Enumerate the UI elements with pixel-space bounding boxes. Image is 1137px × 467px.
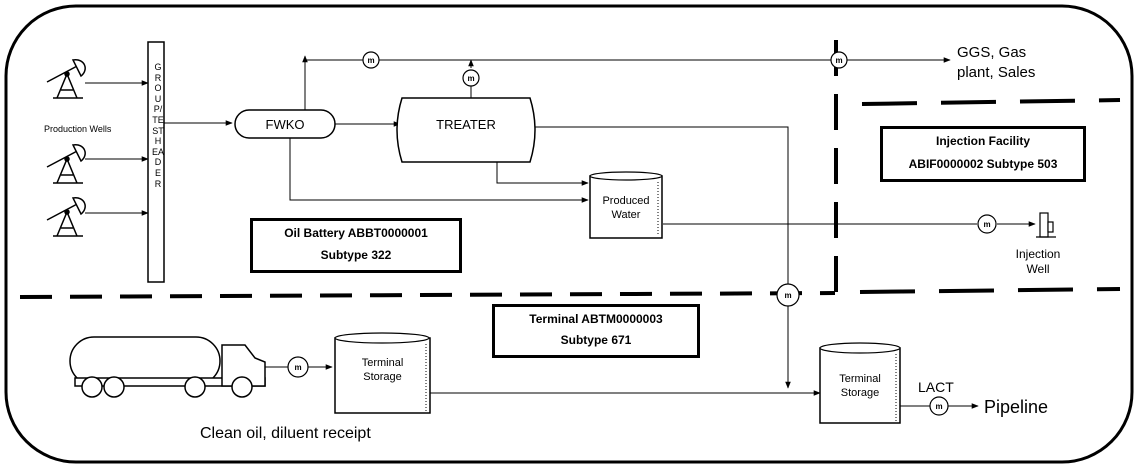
well-flow-lines (85, 80, 149, 216)
oil-battery-subtype: Subtype 322 (320, 248, 392, 262)
treater-vessel (396, 97, 536, 163)
meter-icon: m (776, 283, 800, 307)
injection-well-label-1: Injection (1015, 247, 1061, 261)
terminal-box: Terminal ABTM0000003 Subtype 671 (492, 304, 700, 358)
meter-icon: m (977, 214, 997, 234)
boundary-dashes (19, 40, 1121, 300)
produced-water-tank (589, 171, 663, 239)
oil-battery-title: Oil Battery ABBT0000001 (284, 226, 428, 240)
meter-icon: m (287, 356, 309, 378)
group-test-header (147, 41, 165, 283)
group-test-header-label: GROUP/TEST HEADER (152, 62, 165, 189)
fwko-label: FWKO (265, 117, 305, 132)
outer-border (4, 4, 1134, 464)
produced-water-label-1: Produced (602, 195, 650, 207)
terminal-storage-label-1: Terminal (361, 357, 404, 369)
svg-text:m: m (983, 220, 990, 229)
svg-text:m: m (935, 402, 942, 411)
pumpjack-icon (46, 144, 86, 184)
svg-text:m: m (467, 74, 474, 83)
tanker-truck-icon (69, 336, 266, 398)
meter-icon: m (929, 396, 949, 416)
fwko-vessel (234, 109, 336, 139)
injection-well-label-2: Well (1026, 262, 1050, 276)
meter-icon: m (462, 69, 480, 87)
ggs-label-2: plant, Sales (957, 64, 1036, 81)
svg-text:m: m (367, 56, 374, 65)
terminal-storage-tank (819, 342, 901, 424)
produced-water-label-2: Water (611, 209, 641, 221)
injection-facility-title: Injection Facility (935, 134, 1031, 148)
terminal-storage-tank (334, 332, 431, 414)
oil-battery-box: Oil Battery ABBT0000001 Subtype 322 (250, 218, 462, 273)
meter-icon: m (362, 51, 380, 69)
injection-facility-box: Injection Facility ABIF0000002 Subtype 5… (880, 126, 1086, 182)
meter-icon: m (830, 51, 848, 69)
lact-label: LACT (918, 379, 954, 395)
terminal-title: Terminal ABTM0000003 (529, 312, 663, 326)
pumpjack-icon (46, 197, 86, 237)
svg-text:m: m (835, 56, 842, 65)
production-wells-label: Production Wells (44, 124, 112, 134)
injection-well-icon (1036, 212, 1056, 238)
treater-label: TREATER (436, 117, 496, 132)
svg-text:m: m (784, 291, 791, 300)
terminal-storage-label-2: Storage (840, 387, 880, 399)
pumpjack-icon (46, 59, 86, 99)
process-lines (164, 55, 1036, 409)
clean-oil-label: Clean oil, diluent receipt (200, 425, 371, 442)
svg-text:m: m (294, 363, 301, 372)
injection-facility-subtype: ABIF0000002 Subtype 503 (908, 157, 1058, 171)
terminal-storage-label-2: Storage (363, 371, 402, 383)
terminal-subtype: Subtype 671 (560, 333, 632, 347)
terminal-storage-label-1: Terminal (839, 373, 881, 385)
pipeline-label: Pipeline (984, 397, 1049, 417)
ggs-label-1: GGS, Gas (957, 44, 1027, 61)
